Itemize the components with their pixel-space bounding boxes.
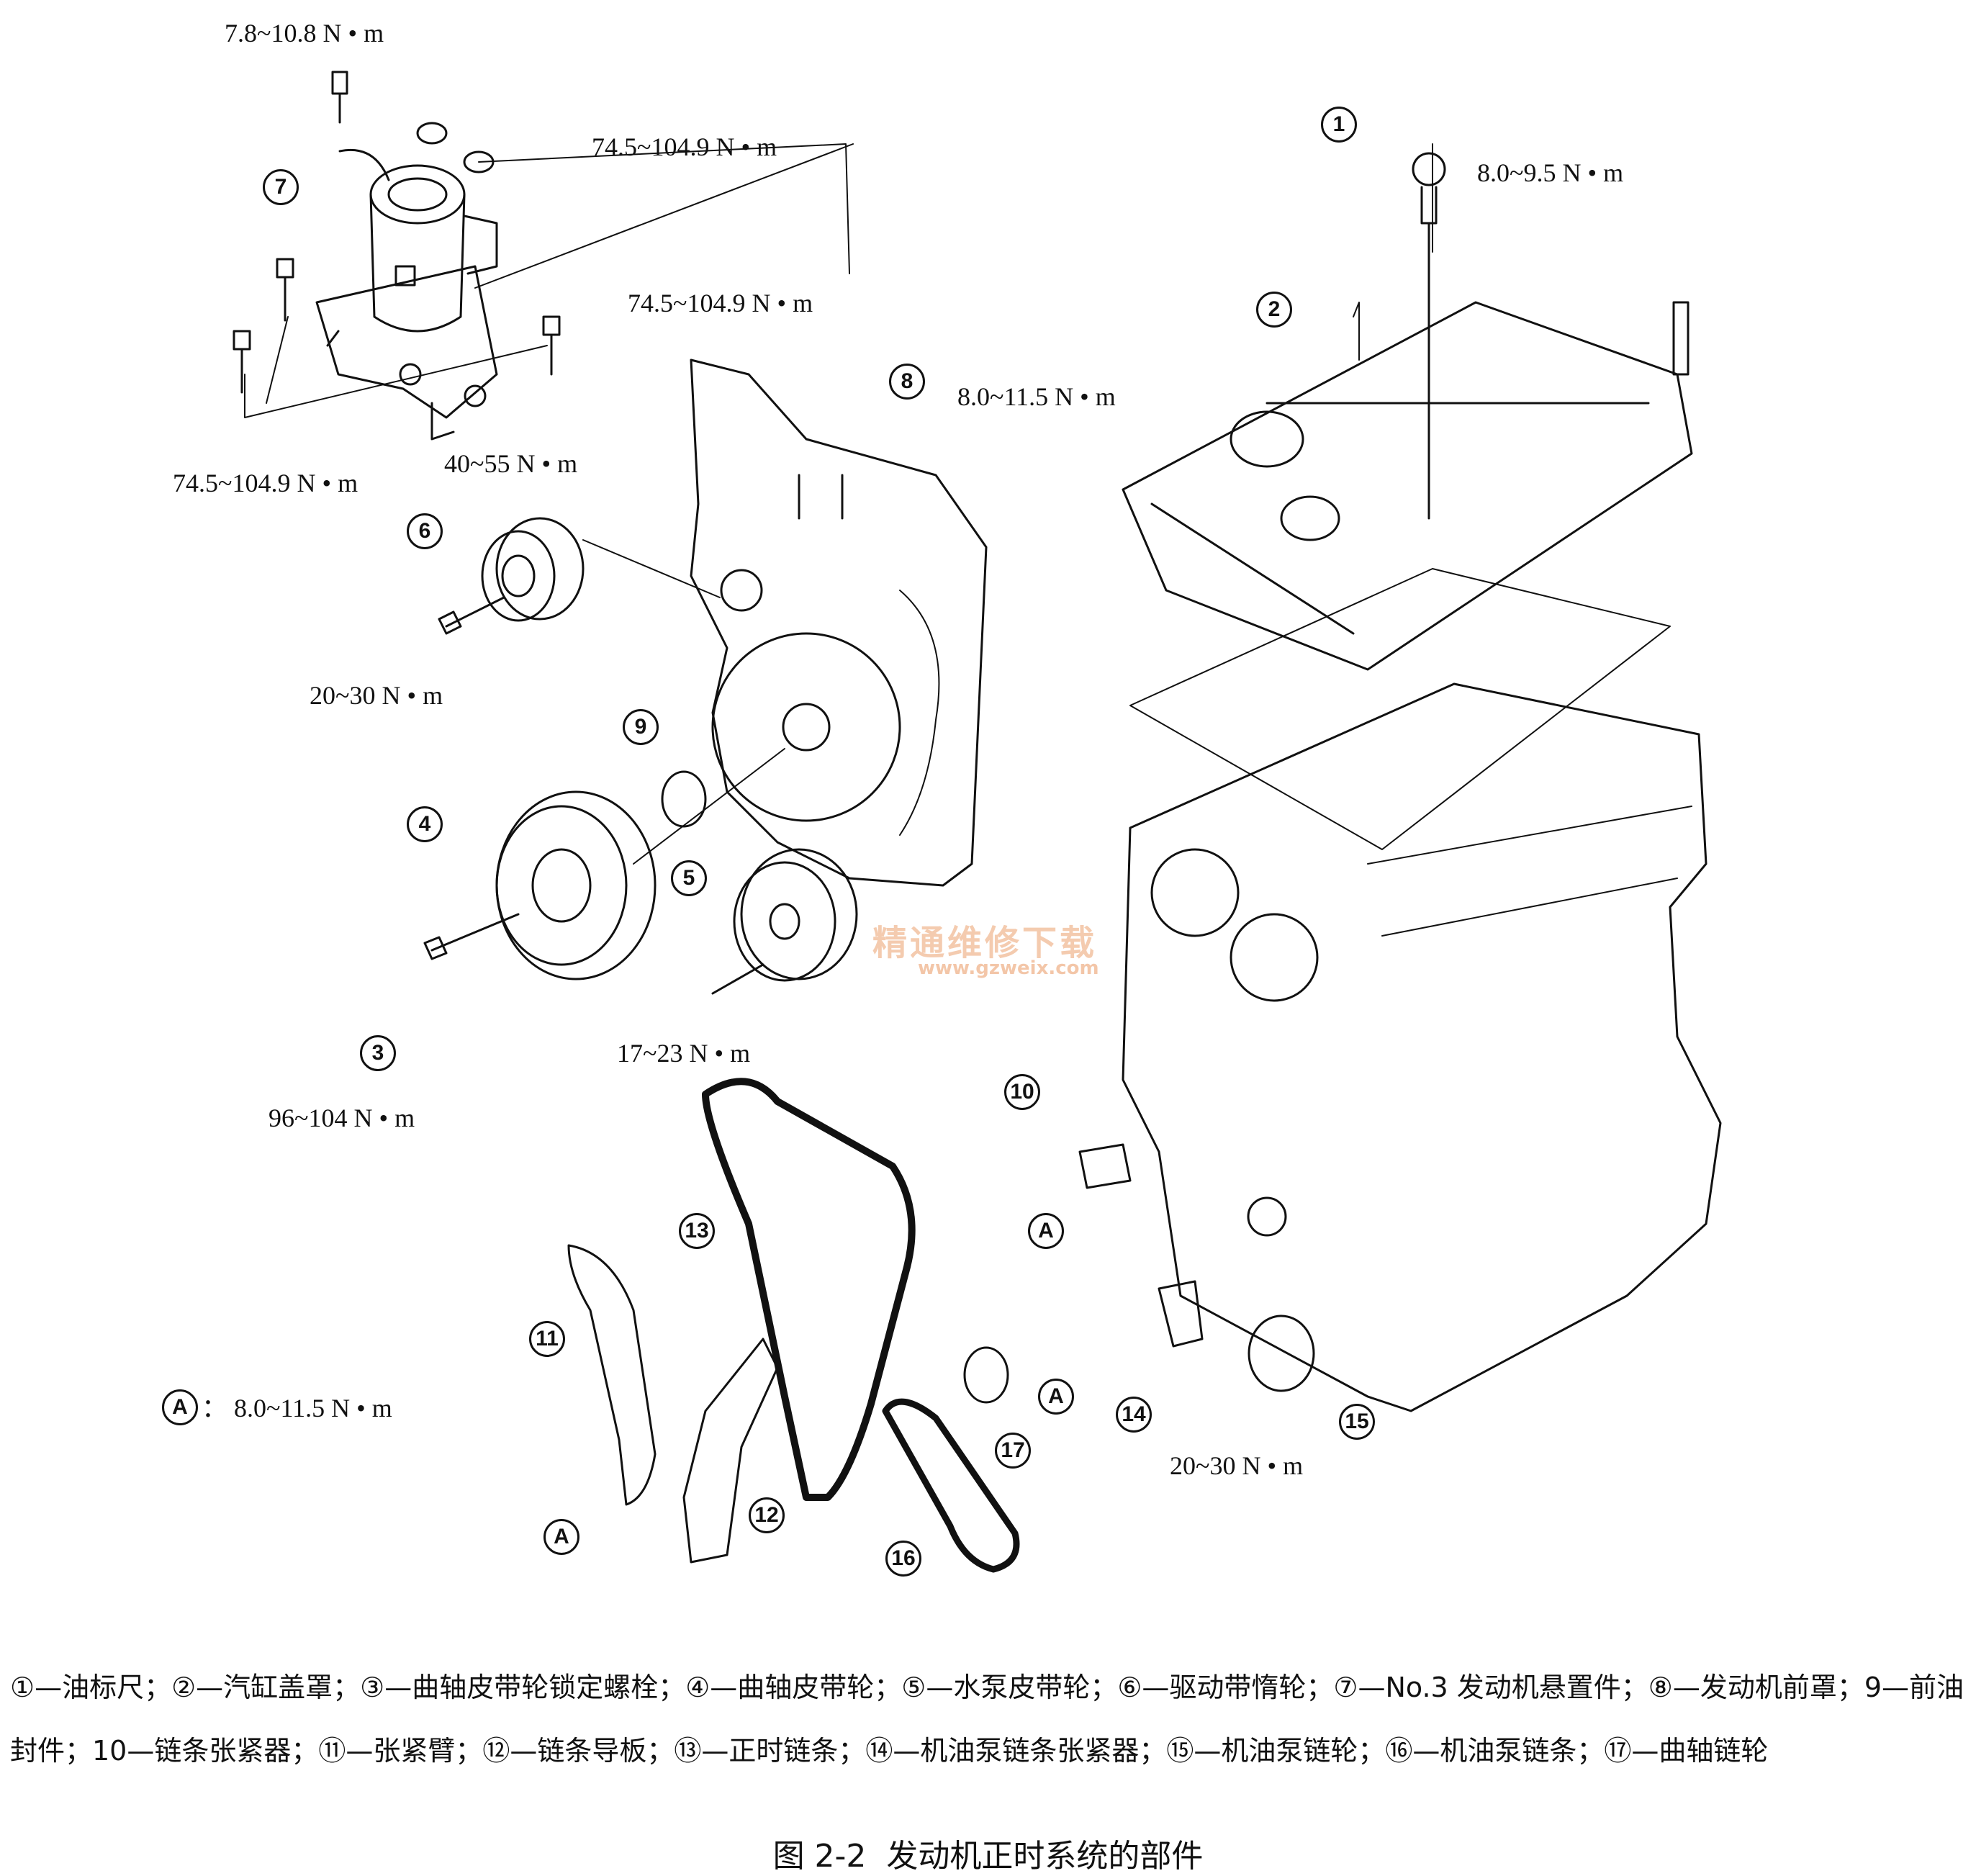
callout-8: 8 — [889, 364, 925, 400]
callout-16: 16 — [885, 1541, 921, 1577]
callout-4: 4 — [407, 806, 443, 842]
torque-label-mount-side-bolt: 74.5~104.9 N • m — [628, 289, 813, 317]
note-a-colon: ： — [202, 1394, 228, 1422]
crank-sprocket-drawing — [963, 1346, 1009, 1404]
chain-guide-drawing — [682, 1338, 779, 1564]
torque-label-mount-top-bolt: 7.8~10.8 N • m — [225, 19, 384, 48]
callout-11: 11 — [529, 1321, 565, 1357]
note-a-symbol: A — [162, 1389, 198, 1425]
callout-15: 15 — [1339, 1404, 1375, 1440]
callout-a-arm: A — [543, 1519, 579, 1555]
callout-14: 14 — [1116, 1397, 1152, 1433]
figure-title: 发动机正时系统的部件 — [886, 1838, 1204, 1875]
torque-label-mount-lower-bolts: 74.5~104.9 N • m — [173, 469, 358, 497]
callout-a-tensioner: A — [1028, 1213, 1064, 1249]
crank-pulley-drawing — [423, 748, 785, 980]
callout-17: 17 — [995, 1433, 1031, 1469]
torque-label-dipstick-bolt: 8.0~9.5 N • m — [1477, 158, 1624, 187]
water-pump-pulley-drawing — [711, 848, 858, 995]
oil-pump-sprocket-drawing — [1248, 1314, 1315, 1392]
callout-6: 6 — [407, 513, 443, 549]
figure-number: 图 2-2 — [772, 1838, 867, 1875]
engine-mount-drawing — [233, 71, 854, 441]
oil-pump-chain-drawing — [882, 1398, 1020, 1573]
callout-10: 10 — [1004, 1074, 1040, 1110]
timing-chain-drawing — [702, 1078, 916, 1501]
watermark-url: www.gzweix.com — [918, 957, 1099, 979]
torque-label-idler-bolt: 20~30 N • m — [310, 681, 443, 710]
front-cover-drawing — [690, 358, 988, 887]
exploded-diagram: 7.8~10.8 N • m 74.5~104.9 N • m 74.5~104… — [162, 19, 1722, 1577]
callout-1: 1 — [1321, 107, 1357, 143]
note-a-torque: 8.0~11.5 N • m — [234, 1394, 392, 1422]
callout-3: 3 — [360, 1035, 396, 1071]
watermark-text: 精通维修下载 — [872, 923, 1098, 963]
callout-a-oil-pump: A — [1038, 1379, 1074, 1415]
tensioner-arm-drawing — [567, 1244, 657, 1506]
callout-13: 13 — [679, 1213, 715, 1249]
torque-label-oil-pump-sprocket-bolt: 20~30 N • m — [1170, 1451, 1304, 1480]
oil-seal-drawing — [661, 770, 707, 828]
callout-12: 12 — [749, 1497, 785, 1533]
callout-7: 7 — [263, 169, 299, 205]
parts-legend: ①—油标尺；②—汽缸盖罩；③—曲轴皮带轮锁定螺栓；④—曲轴皮带轮；⑤—水泵皮带轮… — [10, 1672, 1964, 1767]
torque-label-water-pump-bolt: 17~23 N • m — [617, 1039, 751, 1068]
valve-cover-gasket-drawing — [1129, 568, 1671, 850]
callout-9: 9 — [623, 709, 659, 745]
callout-5: 5 — [671, 860, 707, 896]
torque-label-crank-pulley-bolt: 96~104 N • m — [269, 1104, 415, 1132]
torque-label-cover-long-bolt: 40~55 N • m — [444, 449, 578, 478]
torque-label-front-cover-bolt: 8.0~11.5 N • m — [957, 382, 1116, 411]
torque-label-mount-nuts: 74.5~104.9 N • m — [592, 132, 777, 161]
chain-tensioner-drawing — [1078, 1143, 1132, 1189]
idler-pulley-drawing — [438, 517, 721, 635]
diagram-artwork — [233, 71, 1722, 1573]
engine-block-drawing — [1122, 682, 1722, 1412]
figure-caption: 图 2-2 发动机正时系统的部件 — [0, 1830, 1976, 1876]
oil-pump-tensioner-drawing — [1158, 1280, 1204, 1348]
callout-2: 2 — [1256, 292, 1292, 328]
valve-cover-drawing — [1122, 143, 1693, 671]
